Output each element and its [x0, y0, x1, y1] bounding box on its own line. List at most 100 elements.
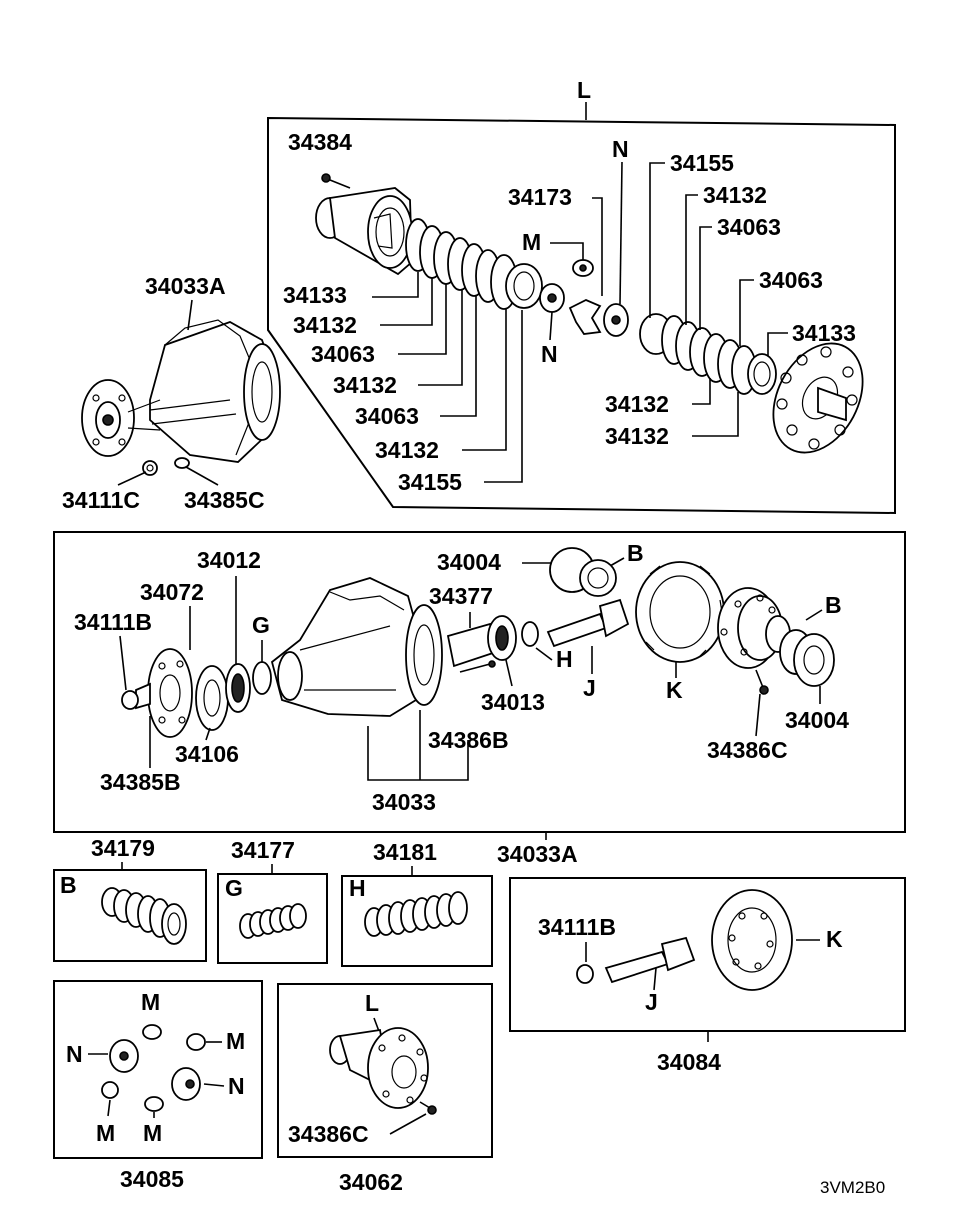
side-gear-M: [572, 259, 594, 277]
label-34384: 34384: [288, 129, 352, 155]
label-34386C-kit: 34386C: [288, 1121, 369, 1147]
pinion-gear-N-left: [539, 283, 565, 313]
label-34173: 34173: [508, 184, 572, 210]
label-34132-right-2: 34132: [605, 391, 669, 417]
label-M-kit-3: M: [96, 1120, 115, 1146]
spacer-H: [521, 621, 539, 647]
group-kit-34085: M M N N M M 34085: [53, 980, 263, 1192]
group-kit-34062: L 34386C 34062: [277, 983, 493, 1195]
label-M-kit-4: M: [143, 1120, 162, 1146]
label-L-top: L: [577, 77, 591, 103]
label-M-top: M: [522, 229, 541, 255]
pinion-gear-N-kit-1: [109, 1039, 139, 1073]
label-34033A-mid: 34033A: [497, 841, 578, 867]
frame-kit-34179: [53, 869, 207, 962]
group-kit-34179: 34179 B: [53, 835, 207, 962]
label-34385C: 34385C: [184, 487, 265, 513]
frame-carrier: [53, 531, 906, 833]
label-34133-right: 34133: [792, 320, 856, 346]
bearing-34004-top: [549, 547, 617, 597]
label-34132-left-3: 34132: [375, 437, 439, 463]
label-34386C: 34386C: [707, 737, 788, 763]
frame-kit-34084: [509, 877, 906, 1032]
label-34013: 34013: [481, 689, 545, 715]
spacer-set-G: [239, 903, 307, 939]
label-34132-right-3: 34132: [605, 423, 669, 449]
shim-set-H: [364, 891, 468, 937]
carrier-housing-overview: [81, 319, 281, 463]
label-34063-left-1: 34063: [311, 341, 375, 367]
label-L-kit: L: [365, 990, 379, 1016]
group-kit-34177: 34177 G: [217, 837, 328, 964]
group-kit-34181: 34181 H: [341, 839, 493, 967]
label-34106: 34106: [175, 741, 239, 767]
label-kit-B: B: [60, 872, 77, 898]
plug-34385C: [174, 457, 190, 469]
ring-gear-K: [635, 561, 725, 663]
label-N-kit-2: N: [228, 1073, 245, 1099]
companion-flange-34072: [135, 648, 193, 738]
frame-kit-34181: [341, 875, 493, 967]
label-J-kit: J: [645, 989, 658, 1015]
clutch-disc-stack-left: [405, 218, 543, 310]
differential-case-L-mid: [717, 587, 791, 669]
label-34132-left-2: 34132: [333, 372, 397, 398]
bearing-34013: [487, 615, 517, 661]
label-34132-right-1: 34132: [703, 182, 767, 208]
label-B-top: B: [627, 540, 644, 566]
label-34084: 34084: [657, 1049, 721, 1075]
group-carrier-assembly-overview: 34033A 34111C 34385C: [62, 273, 281, 513]
pinion-gear-N-right: [603, 303, 629, 337]
bearing-shim-set-B: [101, 887, 187, 945]
label-34004-top: 34004: [437, 549, 501, 575]
oil-seal-34106: [195, 665, 229, 731]
label-34072: 34072: [140, 579, 204, 605]
label-34004-right: 34004: [785, 707, 849, 733]
label-34012: 34012: [197, 547, 261, 573]
label-K-kit: K: [826, 926, 843, 952]
bolt-34384: [321, 173, 331, 183]
drive-pinion-J: [546, 598, 630, 648]
differential-case-L-kit: [329, 1027, 429, 1109]
case-half-right-flange: [772, 342, 864, 454]
drive-pinion-J-kit: [604, 936, 696, 984]
diagram-code: 3VM2B0: [820, 1178, 885, 1197]
pinion-gear-N-kit-2: [171, 1067, 201, 1101]
label-M-kit-2: M: [226, 1028, 245, 1054]
ring-gear-K-kit: [711, 889, 793, 991]
group-carrier-34033: 34012 34072 34111B G 34106 34385B: [53, 531, 906, 867]
label-34111B: 34111B: [74, 609, 152, 635]
group-differential-case-L: L 34384 34133 34132 340: [267, 77, 896, 515]
case-half-left: [315, 187, 413, 276]
side-gear-M-kit-1: [142, 1024, 162, 1040]
label-34181: 34181: [373, 839, 437, 865]
label-kit-G: G: [225, 875, 243, 901]
label-H-mid: H: [556, 646, 573, 672]
label-34132-left-1: 34132: [293, 312, 357, 338]
spacer-G: [252, 661, 272, 695]
side-gear-M-kit-4: [144, 1096, 164, 1112]
bolt-34386C: [755, 669, 769, 695]
label-N-mid: N: [541, 341, 558, 367]
label-34385B: 34385B: [100, 769, 181, 795]
frame-kit-34062: [277, 983, 493, 1158]
frame-kit-34177: [217, 873, 328, 964]
clutch-disc-stack-right: [639, 313, 777, 395]
pinion-shaft-34173: [568, 299, 602, 335]
label-N-kit-1: N: [66, 1041, 83, 1067]
bearing-34004-right: [779, 629, 835, 687]
label-34133-left: 34133: [283, 282, 347, 308]
label-kit-H: H: [349, 875, 366, 901]
label-34155-left: 34155: [398, 469, 462, 495]
side-gear-M-kit-2: [186, 1033, 206, 1051]
label-34111C: 34111C: [62, 487, 140, 513]
bracket-34033: [367, 726, 469, 781]
label-34033A-top: 34033A: [145, 273, 226, 299]
bearing-34012: [225, 663, 251, 713]
group-kit-34084: 34111B J K 34084: [509, 877, 906, 1075]
nut-34111B-kit: [576, 964, 594, 984]
label-34179: 34179: [91, 835, 155, 861]
label-34177: 34177: [231, 837, 295, 863]
label-B-right: B: [825, 592, 842, 618]
